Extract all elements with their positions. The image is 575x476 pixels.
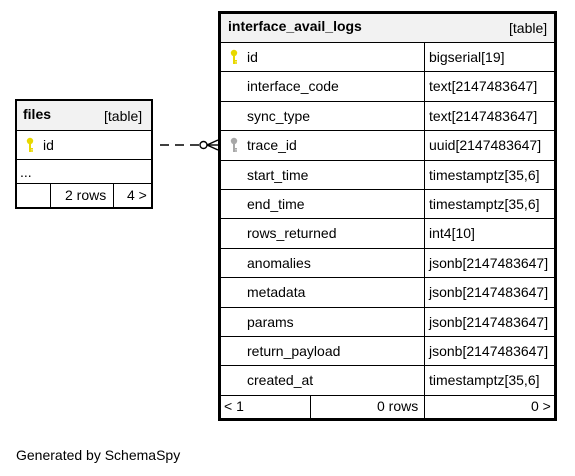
files-table-border <box>15 99 153 209</box>
column-type: int4[10] <box>429 225 475 241</box>
column-type: timestamptz[35,6] <box>429 167 540 183</box>
row-divider <box>221 71 554 72</box>
relationship-optional-circle <box>199 140 208 150</box>
column-type: timestamptz[35,6] <box>429 196 540 212</box>
iface-table-badge: [table] <box>509 20 548 36</box>
key-icon <box>230 49 238 64</box>
column-type: text[2147483647] <box>429 78 538 94</box>
column-name: created_at <box>247 372 314 388</box>
iface-footer-rows: 0 rows <box>377 398 419 414</box>
row-divider <box>221 277 554 278</box>
key-icon <box>230 137 238 152</box>
files-table-title: files <box>23 106 52 122</box>
column-name: return_payload <box>247 343 341 359</box>
column-name: start_time <box>247 167 309 183</box>
iface-footer-divider-2 <box>424 395 425 418</box>
relationship-crowfoot-top <box>206 139 219 146</box>
iface-table-title: interface_avail_logs <box>228 18 362 34</box>
column-name: metadata <box>247 284 306 300</box>
row-divider <box>221 307 554 308</box>
column-type: timestamptz[35,6] <box>429 372 540 388</box>
files-footer-rows: 2 rows <box>65 187 107 203</box>
row-divider <box>221 248 554 249</box>
column-type: text[2147483647] <box>429 108 538 124</box>
column-name: anomalies <box>247 255 311 271</box>
column-type: uuid[2147483647] <box>429 137 542 153</box>
row-divider <box>221 130 554 131</box>
files-ellipsis-divider <box>16 183 152 184</box>
column-name: rows_returned <box>247 225 337 241</box>
row-divider <box>221 101 554 102</box>
files-columns-divider <box>16 159 152 160</box>
files-footer-divider-2 <box>113 183 114 207</box>
iface-footer-divider-1 <box>310 395 311 418</box>
column-type: jsonb[2147483647] <box>429 284 549 300</box>
column-name: interface_code <box>247 78 339 94</box>
column-type: bigserial[19] <box>429 49 505 65</box>
iface-type-column-divider <box>424 42 425 396</box>
column-name: end_time <box>247 196 305 212</box>
files-ellipsis: ... <box>20 164 32 180</box>
iface-header-bg <box>221 14 554 42</box>
iface-footer-next[interactable]: 0 > <box>531 398 551 414</box>
column-name: id <box>43 137 54 153</box>
row-divider <box>221 218 554 219</box>
column-name: trace_id <box>247 137 297 153</box>
row-divider <box>221 189 554 190</box>
files-header-divider <box>16 130 152 131</box>
column-type: jsonb[2147483647] <box>429 255 549 271</box>
column-type: jsonb[2147483647] <box>429 343 549 359</box>
column-name: sync_type <box>247 108 311 124</box>
column-name: id <box>247 49 258 65</box>
files-table-badge: [table] <box>104 108 143 124</box>
iface-footer-prev[interactable]: < 1 <box>224 398 244 414</box>
column-name: params <box>247 314 294 330</box>
iface-table-border <box>218 11 557 421</box>
row-divider <box>221 336 554 337</box>
files-header-bg <box>16 100 152 130</box>
files-footer-next[interactable]: 4 > <box>127 187 147 203</box>
generated-by-footer: Generated by SchemaSpy <box>16 447 181 463</box>
relationship-crowfoot-bottom <box>206 144 219 151</box>
column-type: jsonb[2147483647] <box>429 314 549 330</box>
key-icon <box>26 137 34 152</box>
files-footer-divider-1 <box>50 183 51 207</box>
row-divider <box>221 160 554 161</box>
footer-divider <box>221 395 554 396</box>
row-divider <box>221 365 554 366</box>
row-divider <box>221 42 554 43</box>
